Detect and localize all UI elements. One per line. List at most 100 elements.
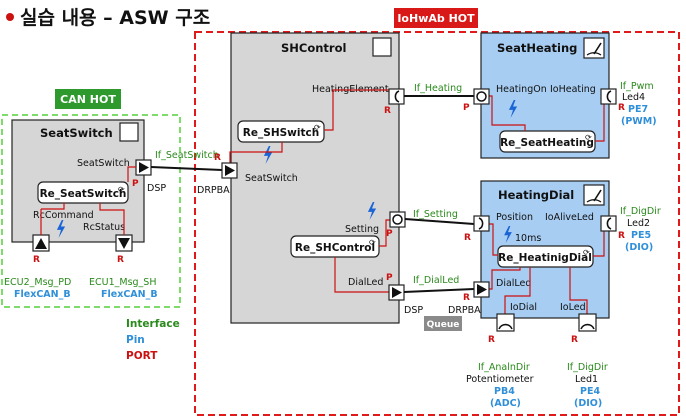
- receiver-triangle-icon: [225, 165, 235, 176]
- if-setting-label: If_Setting: [413, 209, 458, 220]
- runnable-event-icon: ⟳: [583, 248, 590, 257]
- dialled-connector: [403, 288, 475, 293]
- client-arc-icon: [394, 90, 400, 103]
- can-hot-badge: [55, 89, 121, 109]
- connector: [334, 257, 389, 293]
- legend-port: PORT: [126, 350, 158, 362]
- heatingon-server-port[interactable]: [473, 88, 490, 105]
- if-seatswitch-label: If_SeatSwitch: [155, 150, 219, 161]
- gauge-needle-icon: [593, 42, 602, 55]
- runnable-re-shswitch[interactable]: [237, 120, 325, 143]
- ecu1-interface-label: ECU1_Msg_SH: [89, 277, 156, 288]
- runnable-label: Re_SHControl: [295, 242, 375, 254]
- queue-label: Queue: [427, 320, 460, 330]
- iohwab-hot-label: IoHwAb HOT: [397, 12, 475, 25]
- led1-label: Led1: [575, 374, 598, 385]
- if-dialled-label: If_DialLed: [413, 275, 459, 286]
- r-label: R: [488, 335, 495, 345]
- ioheating-port[interactable]: [600, 88, 617, 105]
- receiver-triangle-icon: [477, 284, 487, 295]
- sender-triangle-icon: [392, 287, 402, 298]
- r-label: R: [33, 255, 40, 265]
- runnable-re-seatswitch[interactable]: [37, 181, 129, 204]
- legend-pin: Pin: [126, 334, 145, 346]
- hw-component-icon: [583, 184, 605, 206]
- connector: [569, 267, 588, 318]
- client-arc-icon: [478, 217, 484, 230]
- port-label: Position: [496, 212, 533, 223]
- p-label: P: [132, 179, 139, 189]
- potentiometer-label: Potentiometer: [466, 374, 534, 385]
- port-label: IoAliveLed: [545, 212, 594, 223]
- ioaliveled-port[interactable]: [600, 215, 617, 232]
- flexcan-pin-label: FlexCAN_B: [101, 289, 158, 300]
- heatingdial-title: HeatingDial: [498, 188, 574, 202]
- connector: [504, 267, 531, 318]
- title-bullet: [6, 13, 14, 21]
- flexcan-pin-label: FlexCAN_B: [14, 289, 71, 300]
- p-label: P: [463, 103, 470, 113]
- port-label: IoLed: [560, 302, 586, 313]
- dsp-label: DSP: [147, 183, 166, 194]
- down-triangle-icon: [118, 238, 130, 249]
- r-label: R: [117, 255, 124, 265]
- pwm-pin-label: (PWM): [621, 116, 657, 127]
- client-arc-icon: [498, 323, 513, 330]
- port-label: RcCommand: [33, 210, 94, 221]
- dio-pin-label: (DIO): [574, 398, 602, 409]
- seatheating-title: SeatHeating: [497, 41, 577, 55]
- client-arc-icon: [606, 217, 612, 230]
- r-label: R: [571, 335, 578, 345]
- if-digdir-label: If_DigDir: [620, 206, 661, 217]
- pe5-pin-label: PE5: [631, 230, 651, 241]
- runnable-label: Re_HeatinigDial: [498, 252, 592, 264]
- runnable-event-icon: ⟳: [314, 123, 321, 132]
- connector: [41, 203, 65, 210]
- shcontrol-title: SHControl: [281, 41, 346, 55]
- connector: [379, 219, 391, 247]
- gauge-needle-icon: [593, 189, 602, 202]
- ecu2-interface-label: ECU2_Msg_PD: [4, 277, 71, 288]
- can-hot-label: CAN HOT: [60, 93, 116, 106]
- port-label: SeatSwitch: [245, 173, 298, 184]
- led2-label: Led2: [627, 218, 650, 229]
- port-label: Setting: [345, 224, 379, 235]
- legend-interface: Interface: [126, 318, 180, 330]
- connector: [488, 95, 526, 131]
- component-icon: [372, 37, 392, 57]
- if-pwm-label: If_Pwm: [620, 81, 654, 92]
- hw-component-icon: [583, 37, 605, 59]
- if-digdir-label: If_DigDir: [567, 362, 608, 373]
- r-label: R: [384, 106, 391, 116]
- pe4-pin-label: PE4: [580, 386, 600, 397]
- connector: [488, 223, 498, 256]
- runnable-label: Re_SeatSwitch: [40, 188, 127, 200]
- connector: [127, 166, 136, 182]
- position-require-port[interactable]: [473, 215, 490, 232]
- port-label: DialLed: [496, 278, 531, 289]
- r-label: R: [214, 153, 221, 163]
- if-analindir-label: If_AnalnDir: [478, 362, 530, 373]
- queue-badge: [424, 316, 462, 331]
- r-label: R: [618, 231, 625, 241]
- runnable-event-icon: ⟳: [118, 185, 125, 194]
- connector: [488, 267, 521, 290]
- shcontrol-component[interactable]: [230, 32, 400, 324]
- sender-triangle-icon: [139, 162, 149, 173]
- heating-element-provide-port[interactable]: [388, 88, 405, 105]
- client-arc-icon: [580, 323, 595, 330]
- can-hot-region: [1, 114, 181, 308]
- port-label: HeatingOn: [496, 84, 547, 95]
- timer-label: 10ms: [515, 233, 541, 244]
- iohwab-hot-badge: [394, 8, 478, 28]
- seatswitch-title: SeatSwitch: [40, 126, 113, 140]
- runnable-event-icon: ⟳: [369, 238, 376, 247]
- runnable-event-icon: ⟳: [585, 133, 592, 142]
- port-label: IoHeating: [550, 84, 596, 95]
- runnable-label: Re_SeatHeating: [500, 137, 594, 149]
- adc-pin-label: (ADC): [490, 398, 521, 409]
- pe7-pin-label: PE7: [628, 104, 648, 115]
- dio-pin-label: (DIO): [625, 242, 653, 253]
- r-label: R: [463, 293, 470, 303]
